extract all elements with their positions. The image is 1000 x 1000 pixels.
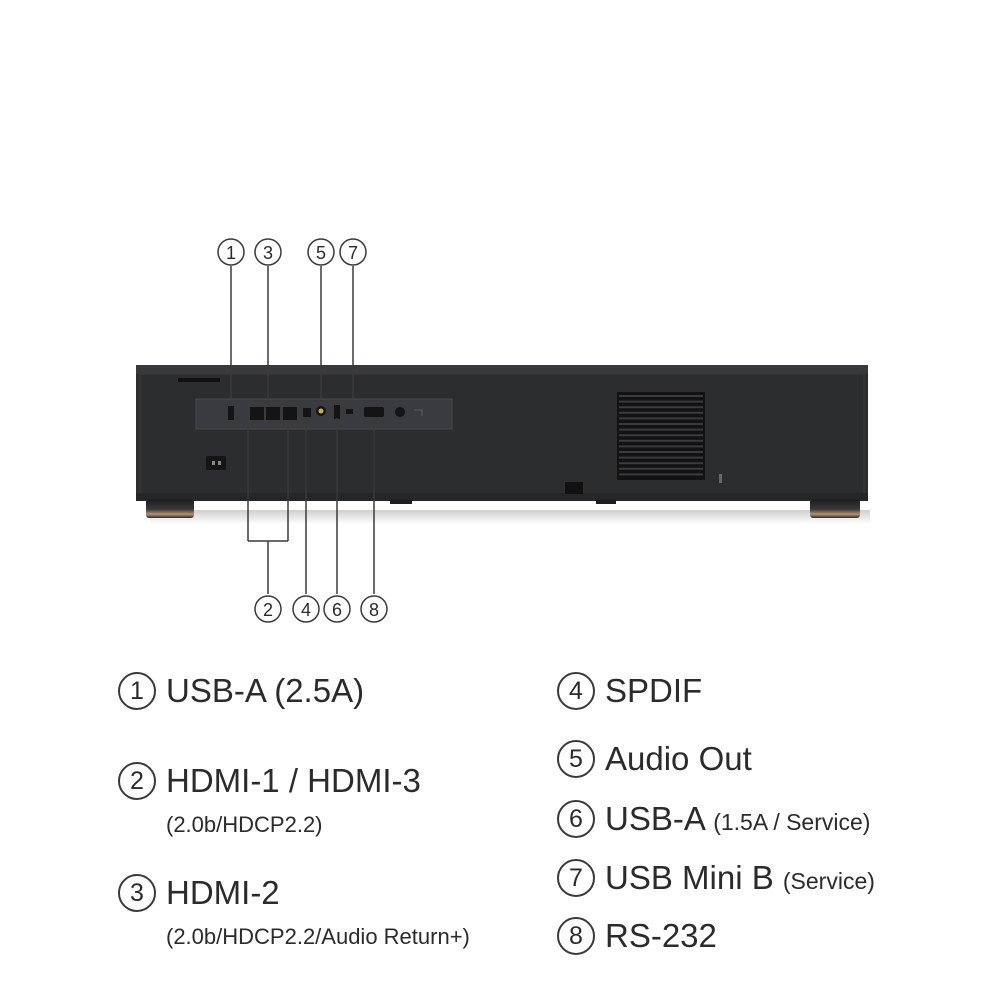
callout-3: 3 <box>254 238 282 266</box>
svg-text:5: 5 <box>316 243 326 263</box>
grille-slat <box>619 439 703 442</box>
legend-sub: (2.0b/HDCP2.2/Audio Return+) <box>166 924 470 949</box>
grille-slat <box>619 467 703 470</box>
vent-slot <box>178 378 220 382</box>
legend-item-usb-a: 1 USB-A (2.5A) <box>118 672 364 710</box>
legend-number: 3 <box>118 874 156 912</box>
legend-label: SPDIF <box>605 672 703 709</box>
legend-label: Audio Out <box>605 740 752 777</box>
grille-slat <box>619 395 703 397</box>
legend-label: USB Mini B <box>605 859 774 896</box>
legend-number: 1 <box>118 672 156 710</box>
grille-slat <box>619 417 703 420</box>
legend-item-audio-out: 5 Audio Out <box>557 740 752 778</box>
security-slot <box>565 482 583 494</box>
legend-label: RS-232 <box>605 917 717 954</box>
projector-rear-diagram: 1 3 5 7 2 4 6 8 <box>136 238 870 623</box>
right-foot <box>810 499 860 518</box>
grille-slat <box>619 428 703 431</box>
legend-label: HDMI-1 / HDMI-3 <box>166 762 421 799</box>
svg-text:8: 8 <box>369 600 379 620</box>
legend-item-usb-mini-b: 7 USB Mini B (Service) <box>557 859 875 900</box>
legend-number: 5 <box>557 740 595 778</box>
legend-label: USB-A (2.5A) <box>166 672 365 709</box>
callout-4: 4 <box>292 595 320 623</box>
center-foot <box>390 499 412 504</box>
top-callouts: 1 3 5 7 <box>217 238 367 266</box>
grille-slat <box>619 456 703 459</box>
grille-slat <box>619 411 703 414</box>
floor-shadow <box>150 510 870 524</box>
projector-body <box>136 365 868 501</box>
power-inlet <box>206 456 226 470</box>
callout-1: 1 <box>217 238 245 266</box>
svg-text:3: 3 <box>263 243 273 263</box>
legend-sub: (2.0b/HDCP2.2) <box>166 812 323 837</box>
svg-text:4: 4 <box>301 600 311 620</box>
grille-slat <box>619 462 703 465</box>
io-panel <box>195 398 453 430</box>
legend-item-hdmi-2: 3 HDMI-2 (2.0b/HDCP2.2/Audio Return+) <box>118 874 470 952</box>
legend-number: 7 <box>557 859 595 897</box>
kensington-mark <box>719 474 722 483</box>
svg-text:6: 6 <box>332 600 342 620</box>
center-foot-2 <box>596 499 616 504</box>
svg-text:2: 2 <box>263 600 273 620</box>
grille-slat <box>619 423 703 425</box>
left-foot <box>146 499 194 518</box>
legend-label: HDMI-2 <box>166 874 280 911</box>
legend-item-spdif: 4 SPDIF <box>557 672 702 710</box>
callout-6: 6 <box>323 595 351 623</box>
legend-note: (Service) <box>782 868 875 894</box>
legend-number: 6 <box>557 800 595 838</box>
bottom-leader-lines <box>247 418 375 594</box>
legend-item-usb-a-service: 6 USB-A (1.5A / Service) <box>557 800 870 841</box>
grille-slat <box>619 473 703 476</box>
legend-note: (1.5A / Service) <box>713 809 871 835</box>
legend-number: 8 <box>557 917 595 955</box>
callout-7: 7 <box>339 238 367 266</box>
svg-text:1: 1 <box>226 243 236 263</box>
grille-slat <box>619 451 703 453</box>
callout-2: 2 <box>254 595 282 623</box>
grille-slat <box>619 406 703 409</box>
legend-item-hdmi-1-3: 2 HDMI-1 / HDMI-3 (2.0b/HDCP2.2) <box>118 762 421 840</box>
legend-item-rs-232: 8 RS-232 <box>557 917 717 955</box>
svg-text:7: 7 <box>348 243 358 263</box>
fan-grille <box>617 392 705 480</box>
legend-number: 4 <box>557 672 595 710</box>
grille-slat <box>619 400 703 403</box>
bottom-callouts: 2 4 6 8 <box>254 595 388 623</box>
top-leader-lines <box>230 266 354 404</box>
grille-slat <box>619 445 703 448</box>
grille-slat <box>619 434 703 437</box>
callout-5: 5 <box>307 238 335 266</box>
legend-label: USB-A <box>605 800 705 837</box>
legend-number: 2 <box>118 762 156 800</box>
callout-8: 8 <box>360 595 388 623</box>
